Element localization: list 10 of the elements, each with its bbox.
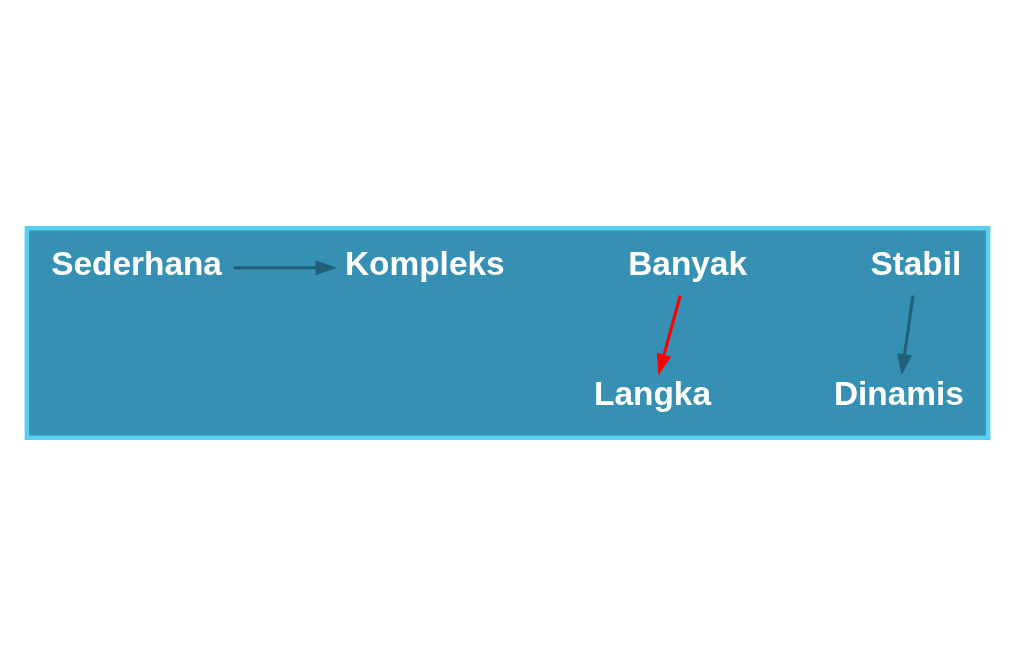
arrow bbox=[656, 295, 682, 376]
node-text: Kompleks bbox=[345, 244, 505, 282]
arrow bbox=[233, 260, 337, 276]
node-text: Langka bbox=[594, 375, 711, 413]
node-text: Banyak bbox=[628, 244, 748, 282]
node-text: Sederhana bbox=[51, 244, 222, 282]
arrow bbox=[897, 295, 915, 376]
cluster bbox=[24, 225, 991, 441]
node-text: Dinamis bbox=[833, 375, 964, 413]
node-text: Stabil bbox=[870, 244, 962, 282]
